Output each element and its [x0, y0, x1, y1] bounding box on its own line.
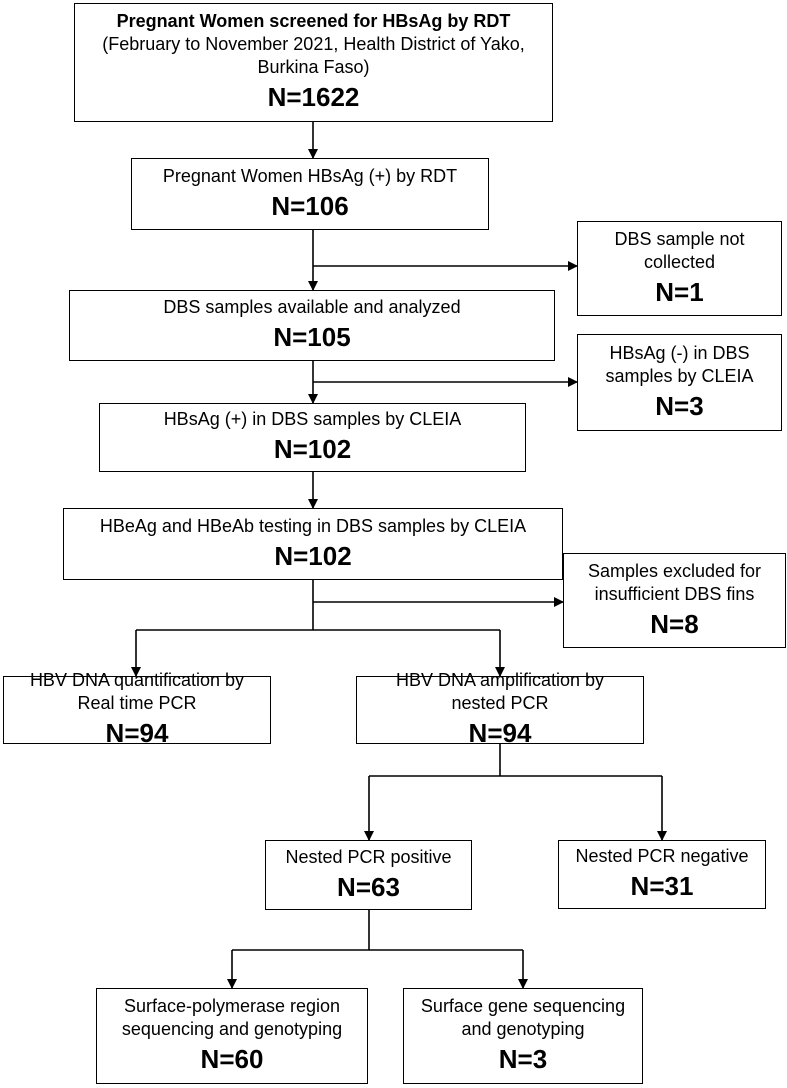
- box-excluded: Samples excluded for insufficient DBS fi…: [563, 553, 786, 648]
- dbs-available-count: N=105: [273, 322, 351, 353]
- hbsag-dbs-negative-label: HBsAg (-) in DBS samples by CLEIA: [605, 342, 754, 386]
- box-hbsag-dbs-positive: HBsAg (+) in DBS samples by CLEIA N=102: [99, 403, 526, 472]
- screened-subtitle: (February to November 2021, Health Distr…: [102, 34, 525, 78]
- hbsag-rdt-positive-count: N=106: [271, 190, 349, 221]
- box-hbeag-testing: HBeAg and HBeAb testing in DBS samples b…: [63, 508, 563, 580]
- excluded-count: N=8: [650, 608, 699, 639]
- box-surface-polymerase: Surface-polymerase region sequencing and…: [96, 988, 368, 1084]
- box-nested-negative: Nested PCR negative N=31: [558, 840, 766, 909]
- quantification-count: N=94: [105, 718, 169, 749]
- hbsag-dbs-positive-label: HBsAg (+) in DBS samples by CLEIA: [163, 409, 462, 430]
- surface-gene-count: N=3: [498, 1044, 548, 1075]
- screened-count: N=1622: [267, 82, 360, 113]
- box-hbsag-dbs-negative: HBsAg (-) in DBS samples by CLEIA N=3: [577, 334, 782, 431]
- surface-gene-label: Surface gene sequencing and genotyping: [420, 996, 626, 1040]
- box-nested-positive: Nested PCR positive N=63: [265, 840, 472, 910]
- hbsag-dbs-negative-count: N=3: [655, 390, 704, 421]
- dbs-not-collected-label: DBS sample not collected: [614, 228, 745, 272]
- amplification-count: N=94: [468, 718, 532, 749]
- nested-positive-label: Nested PCR positive: [285, 846, 452, 867]
- box-amplification: HBV DNA amplification by nested PCR N=94: [356, 670, 644, 748]
- excluded-label: Samples excluded for insufficient DBS fi…: [587, 560, 762, 604]
- hbsag-dbs-positive-count: N=102: [273, 434, 352, 465]
- surface-polymerase-count: N=60: [200, 1044, 264, 1075]
- hbsag-rdt-positive-label: Pregnant Women HBsAg (+) by RDT: [162, 165, 458, 186]
- surface-polymerase-label: Surface-polymerase region sequencing and…: [121, 996, 343, 1040]
- box-screened: Pregnant Women screened for HBsAg by RDT…: [74, 3, 553, 122]
- nested-negative-label: Nested PCR negative: [575, 846, 749, 867]
- amplification-label: HBV DNA amplification by nested PCR: [395, 670, 605, 714]
- quantification-label: HBV DNA quantification by Real time PCR: [29, 670, 245, 714]
- box-quantification: HBV DNA quantification by Real time PCR …: [3, 670, 271, 748]
- dbs-available-label: DBS samples available and analyzed: [163, 297, 461, 318]
- nested-negative-count: N=31: [630, 871, 694, 902]
- box-hbsag-rdt-positive: Pregnant Women HBsAg (+) by RDT N=106: [131, 158, 489, 230]
- hbeag-testing-count: N=102: [274, 540, 352, 571]
- box-dbs-available: DBS samples available and analyzed N=105: [69, 290, 555, 361]
- screened-title: Pregnant Women screened for HBsAg by RDT: [116, 11, 511, 32]
- hbeag-testing-label: HBeAg and HBeAb testing in DBS samples b…: [99, 515, 527, 536]
- nested-positive-count: N=63: [337, 871, 400, 902]
- box-dbs-not-collected: DBS sample not collected N=1: [577, 221, 782, 316]
- box-surface-gene: Surface gene sequencing and genotyping N…: [403, 988, 643, 1084]
- dbs-not-collected-count: N=1: [655, 276, 704, 307]
